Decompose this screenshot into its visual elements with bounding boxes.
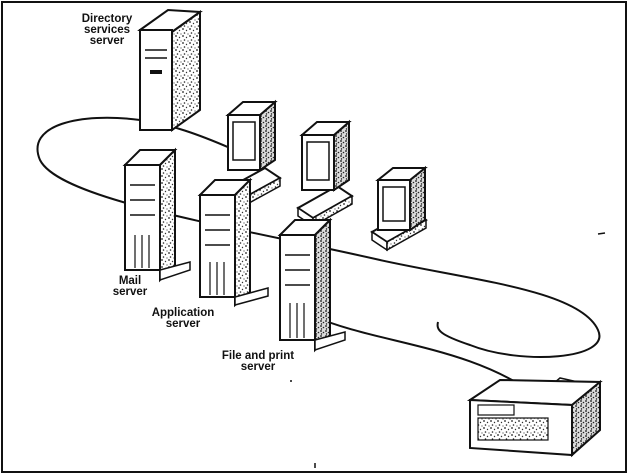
mail-server-label: Mail server [100, 275, 160, 298]
directory-server-icon [137, 8, 203, 132]
file-print-server-label: File and print server [208, 350, 308, 373]
application-server-icon [197, 177, 269, 308]
label-line: Application [151, 307, 215, 319]
application-server-label: Application server [138, 307, 228, 330]
workstation-3-icon [370, 165, 428, 252]
printer-icon [466, 377, 603, 458]
stray-mark [290, 380, 292, 382]
label-line: server [240, 361, 276, 373]
label-line: server [112, 286, 148, 298]
label-line: server [89, 35, 125, 47]
label-line: Mail [118, 275, 142, 287]
label-line: server [165, 318, 201, 330]
label-line: File and print [221, 350, 295, 362]
directory-server-label: Directory services server [72, 13, 142, 47]
workstation-2-icon [296, 119, 354, 228]
label-line: Directory [81, 13, 133, 25]
mail-server-icon [122, 147, 191, 283]
label-line: services [83, 24, 131, 36]
file-print-server-icon [277, 217, 346, 353]
network-cable [36, 116, 601, 358]
stray-mark [597, 232, 606, 235]
